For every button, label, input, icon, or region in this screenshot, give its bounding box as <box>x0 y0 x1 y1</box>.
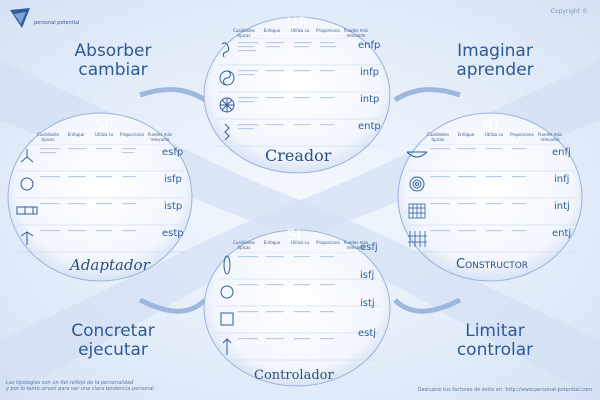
ellipse-title-creador: Creador <box>265 146 332 165</box>
group-letters: NJ <box>482 116 500 134</box>
column-header: Cualidades tipicas <box>232 28 256 38</box>
column-header: Proporciona <box>510 132 534 137</box>
oval-icon <box>223 255 231 275</box>
corner-line: Absorber <box>74 41 152 61</box>
group-letters: NP <box>286 14 309 32</box>
column-header-row: Cualidades tipicas Enfoque Utiliza su Pr… <box>230 28 370 38</box>
column-header: Proporciona <box>316 240 340 245</box>
corner-line: Imaginar <box>457 41 533 61</box>
corner-line: aprender <box>456 60 534 80</box>
bowl-icon <box>406 151 428 158</box>
column-header: Utiliza su <box>484 132 504 137</box>
ellipse-title-constructor: Constructor <box>456 257 529 272</box>
type-code-entp: entp <box>358 121 381 132</box>
type-code-isfp: isfp <box>164 174 182 185</box>
type-code-enfj: enfj <box>552 147 571 158</box>
type-code-istp: istp <box>164 201 183 212</box>
arrow-icon <box>222 338 232 355</box>
corner-top-right: Imaginar aprender <box>440 42 550 80</box>
type-code-intp: intp <box>360 94 380 105</box>
spring-icon <box>221 42 230 58</box>
trident-icon <box>20 231 34 245</box>
column-header-row: Cualidades tipicas Enfoque Utiliza su Pr… <box>424 132 564 142</box>
ellipse-creador: NP Cualidades tipicas Enfoque Utiliza su… <box>210 14 385 168</box>
column-header: Enfoque <box>263 240 281 245</box>
type-code-esfp: esfp <box>162 147 184 158</box>
column-header-row: Cualidades tipicas Enfoque Utiliza su Pr… <box>34 132 174 142</box>
square-icon <box>220 312 234 326</box>
ring-icon <box>220 285 234 299</box>
ellipse-title-adaptador: Adaptador <box>70 256 150 274</box>
corner-line: cambiar <box>78 60 148 80</box>
logo-icon <box>10 8 30 28</box>
column-header: Proporciona <box>316 28 340 33</box>
type-code-infp: infp <box>360 67 379 78</box>
ellipse-title-controlador: Controlador <box>254 368 334 383</box>
type-code-intj: intj <box>554 201 570 212</box>
type-code-infj: infj <box>554 174 570 185</box>
type-table <box>16 144 184 253</box>
column-header: Enfoque <box>457 132 475 137</box>
column-header: Puedes más relevante <box>147 132 173 142</box>
footer-line: y por lo tanto sirven para ver una clara… <box>6 386 154 392</box>
type-table <box>406 144 574 253</box>
ellipse-constructor: NJ Cualidades tipicas Enfoque Utiliza su… <box>402 116 580 278</box>
column-header-row: Cualidades tipicas Enfoque Utiliza su Pr… <box>230 240 370 250</box>
footer-line: Las tipologias son un fiel reflejo de la… <box>6 380 134 386</box>
column-header: Cualidades tipicas <box>232 240 256 250</box>
column-header: Utiliza su <box>94 132 114 137</box>
column-header: Utiliza su <box>290 28 310 33</box>
lattice-icon <box>408 231 427 247</box>
column-header: Puedes más relevante <box>343 240 369 250</box>
footer-left: Las tipologias son un fiel reflejo de la… <box>6 380 154 392</box>
circle-icon <box>20 177 34 191</box>
corner-line: ejecutar <box>78 340 148 360</box>
wheel-icon <box>219 97 235 113</box>
corner-bottom-right: Limitar controlar <box>440 322 550 360</box>
type-code-estj: estj <box>358 328 377 339</box>
type-code-entj: entj <box>552 228 572 239</box>
column-header: Cualidades tipicas <box>426 132 450 142</box>
target-icon <box>409 176 425 192</box>
type-table <box>218 38 380 147</box>
rectangles-icon <box>16 206 38 215</box>
type-code-enfp: enfp <box>358 40 381 51</box>
corner-line: Limitar <box>465 321 525 341</box>
logo[interactable]: personal potential <box>8 6 88 32</box>
column-header: Proporciona <box>120 132 144 137</box>
column-header: Enfoque <box>263 28 281 33</box>
column-header: Puedes más relevante <box>537 132 563 142</box>
column-header: Enfoque <box>67 132 85 137</box>
group-letters: SJ <box>286 226 302 244</box>
column-header: Utiliza su <box>290 240 310 245</box>
propeller-icon <box>20 149 34 163</box>
logo-text: personal potential <box>34 20 80 26</box>
type-code-isfj: isfj <box>360 270 375 281</box>
grid-icon <box>408 203 426 219</box>
group-letters: SP <box>94 116 115 134</box>
column-header: Cualidades tipicas <box>36 132 60 142</box>
corner-top-left: Absorber cambiar <box>58 42 168 80</box>
corner-line: Concretar <box>71 321 155 341</box>
type-table <box>218 252 380 361</box>
type-code-estp: estp <box>162 228 184 239</box>
spiral-icon <box>224 123 230 141</box>
copyright: Copyright © <box>550 8 588 15</box>
type-code-esfj: esfj <box>360 242 378 253</box>
footer-link[interactable]: Descubre tus factores de éxito en: http:… <box>417 387 592 393</box>
yin-yang-icon <box>219 70 235 86</box>
ellipse-controlador: SJ Cualidades tipicas Enfoque Utiliza su… <box>210 226 385 386</box>
type-code-istj: istj <box>360 298 375 309</box>
corner-bottom-left: Concretar ejecutar <box>58 322 168 360</box>
column-header: Puedes más relevante <box>343 28 369 38</box>
corner-line: controlar <box>456 340 534 360</box>
ellipse-adaptador: SP Cualidades tipicas Enfoque Utiliza su… <box>12 116 190 278</box>
